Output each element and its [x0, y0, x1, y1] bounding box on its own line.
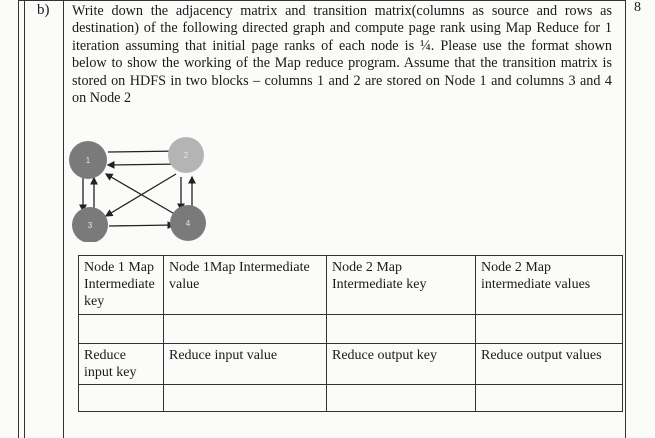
answer-cell[interactable]: [475, 384, 623, 412]
header-node1-value: Node 1Map Intermediate value: [163, 255, 327, 315]
margin-line-1: [18, 0, 19, 438]
answer-cell[interactable]: [326, 384, 476, 412]
reduce-header-row: Reduce input key Reduce input value Redu…: [78, 343, 623, 385]
top-border: [18, 0, 626, 1]
graph-node-3: [72, 207, 108, 242]
margin-line-2: [24, 0, 25, 438]
header-node2-key: Node 2 Map Intermediate key: [326, 255, 476, 315]
question-marks: 8: [634, 0, 641, 15]
map-header-row: Node 1 Map Intermediate key Node 1Map In…: [78, 255, 623, 315]
marks-column-divider: [625, 0, 626, 438]
svg-text:2: 2: [184, 151, 189, 160]
answer-cell[interactable]: [78, 384, 164, 412]
answer-cell[interactable]: [475, 314, 623, 344]
graph-node-4: [170, 205, 206, 241]
mapreduce-format-table: Node 1 Map Intermediate key Node 1Map In…: [78, 255, 623, 412]
directed-graph-diagram: 1 2 3 4: [69, 137, 206, 242]
svg-text:1: 1: [86, 156, 91, 165]
graph-node-2: [168, 137, 204, 173]
reduce-answer-row: [78, 384, 623, 412]
header-node2-values: Node 2 Map intermediate values: [475, 255, 623, 315]
answer-cell[interactable]: [326, 314, 476, 344]
answer-cell[interactable]: [163, 314, 327, 344]
header-reduce-output-key: Reduce output key: [326, 343, 476, 385]
answer-cell[interactable]: [163, 384, 327, 412]
header-reduce-input-key: Reduce input key: [78, 343, 164, 385]
header-reduce-output-values: Reduce output values: [475, 343, 623, 385]
svg-text:3: 3: [88, 221, 93, 230]
map-answer-row: [78, 314, 623, 344]
svg-text:4: 4: [186, 219, 191, 228]
header-reduce-input-value: Reduce input value: [163, 343, 327, 385]
answer-cell[interactable]: [78, 314, 164, 344]
header-node1-key: Node 1 Map Intermediate key: [78, 255, 164, 315]
graph-node-1: [69, 141, 107, 179]
label-column-divider: [63, 0, 64, 438]
question-text: Write down the adjacency matrix and tran…: [72, 3, 612, 107]
question-label: b): [37, 2, 50, 18]
